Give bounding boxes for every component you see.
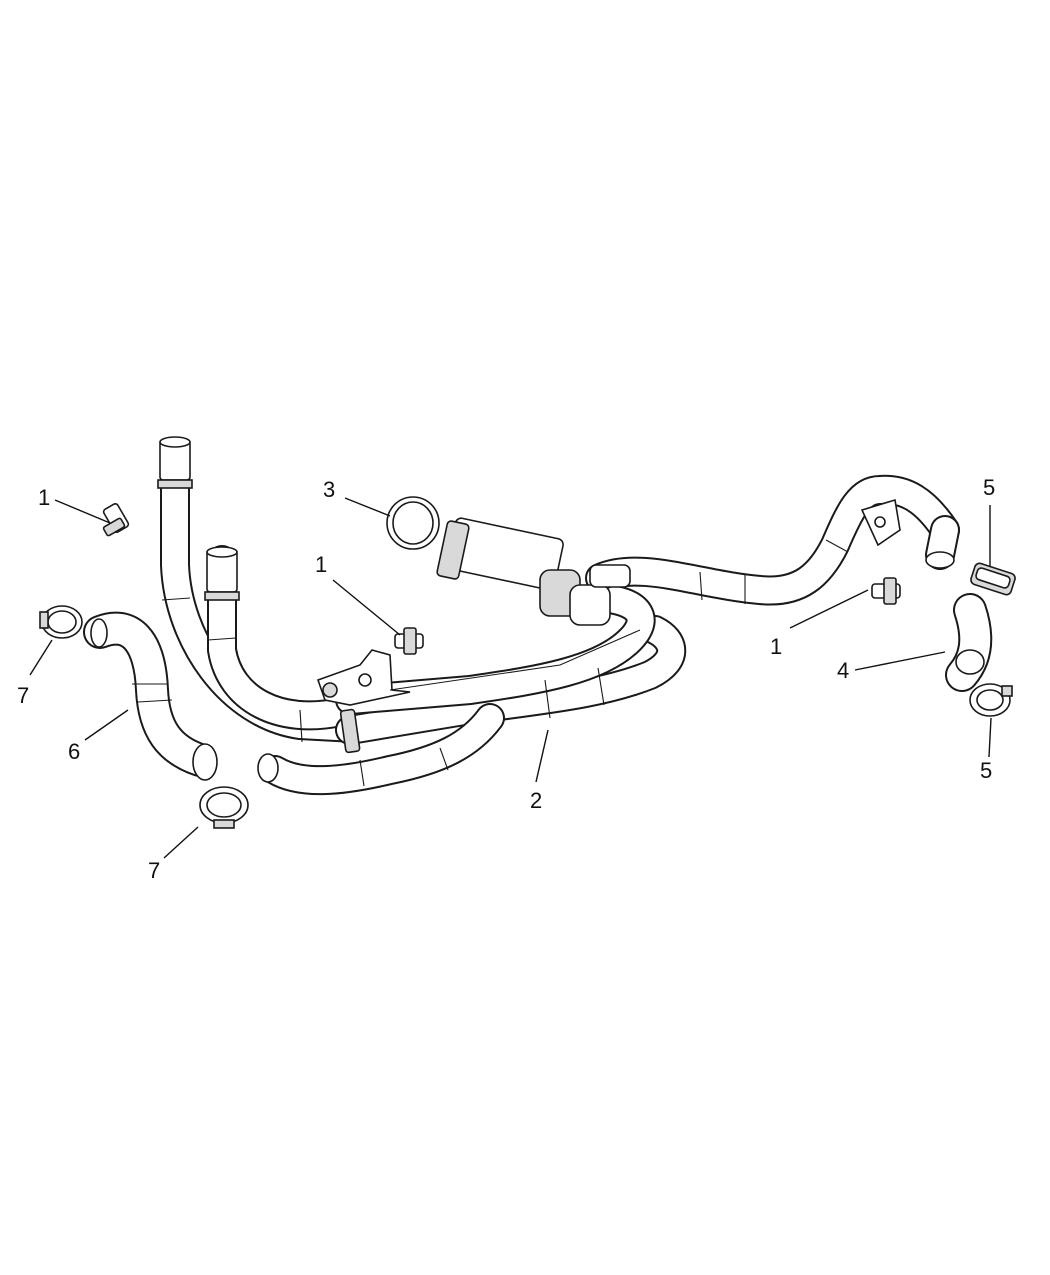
clamp-lower-right [969, 683, 1013, 717]
clamp-lower-left [199, 786, 249, 829]
callout-7-upper: 7 [17, 683, 29, 708]
clamp-upper-right [970, 562, 1016, 596]
callout-3: 3 [323, 477, 335, 502]
callout-5-lower: 5 [980, 758, 992, 783]
callout-2: 2 [530, 788, 542, 813]
callout-1-left: 1 [38, 485, 50, 510]
callout-5-upper: 5 [983, 475, 995, 500]
callout-6: 6 [68, 739, 80, 764]
clamp-upper-left [39, 605, 83, 639]
callout-1-right: 1 [770, 634, 782, 659]
leader-lines [29, 497, 992, 859]
o-ring [386, 496, 440, 550]
callout-4: 4 [837, 658, 849, 683]
callout-7-lower: 7 [148, 858, 160, 883]
bolt-left [102, 503, 130, 537]
callout-1-center: 1 [315, 552, 327, 577]
heater-tube-assembly [157, 436, 960, 796]
bolt-center [394, 627, 424, 655]
elbow-fitting [945, 593, 993, 692]
bolt-right [871, 577, 901, 605]
hose [83, 611, 218, 781]
